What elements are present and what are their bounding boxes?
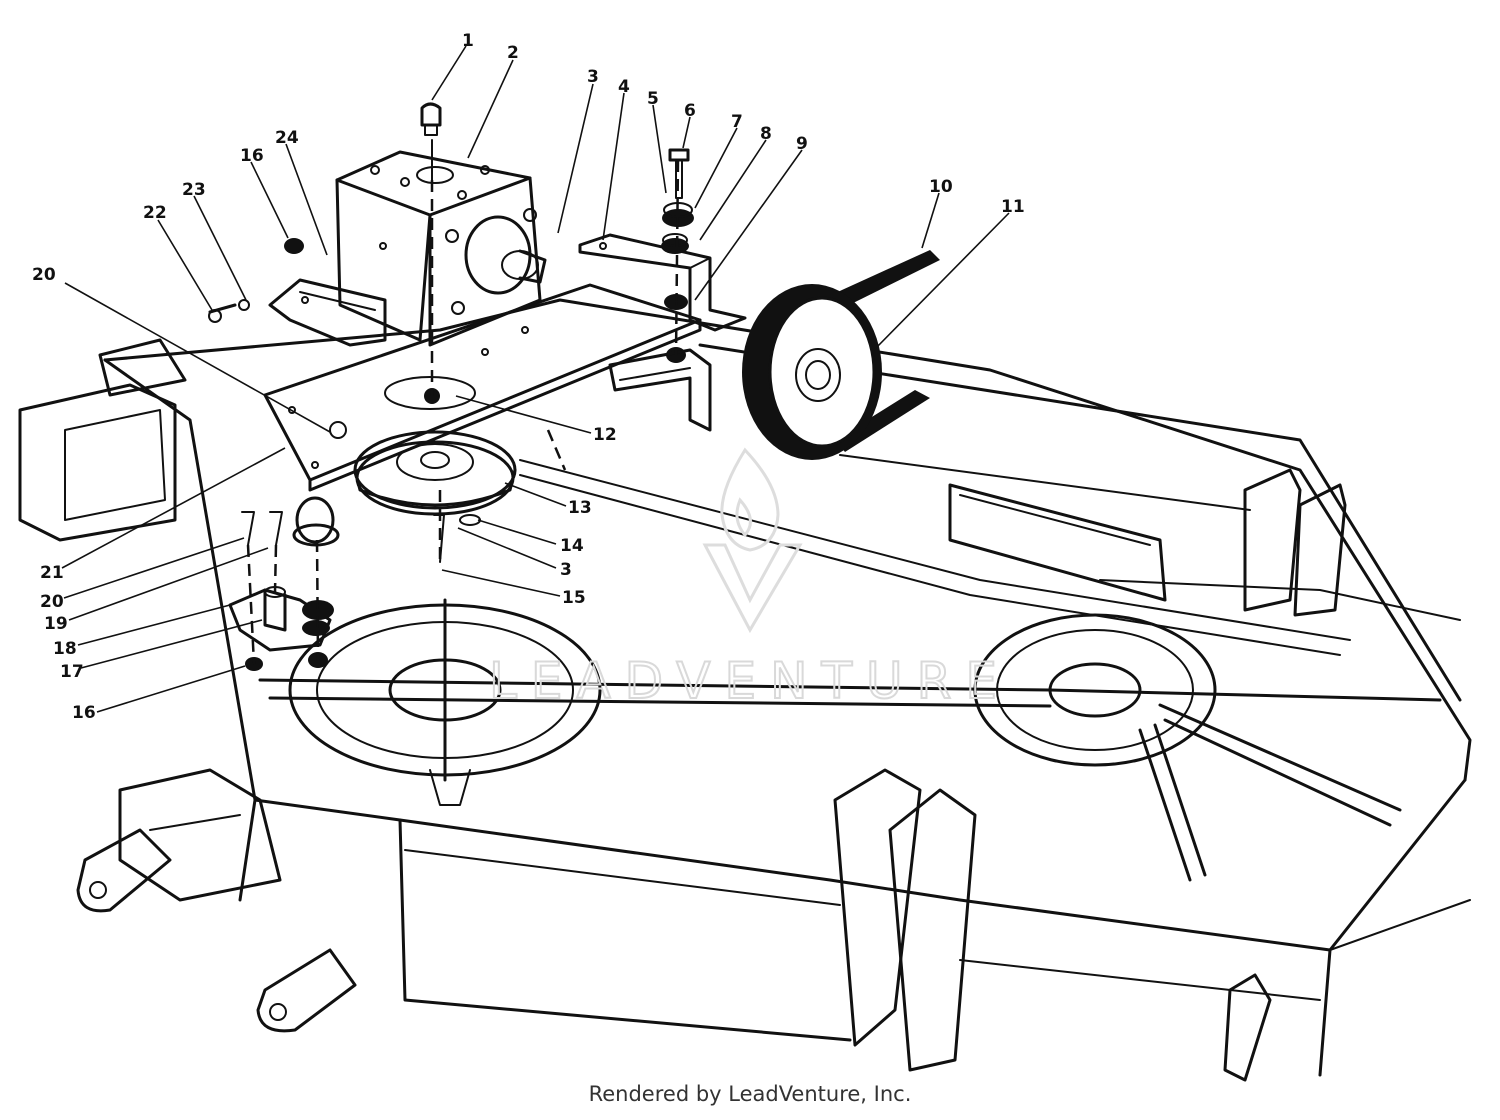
callout-labels: 1 2 3 4 5 6 7 8 9 10 11 24 16 23 22 20 1… xyxy=(32,31,1025,723)
callout-15: 15 xyxy=(562,588,586,608)
callout-13: 13 xyxy=(568,498,592,518)
hitch-brackets xyxy=(76,828,1272,1082)
callout-20-top: 20 xyxy=(32,265,56,285)
watermark-flame-icon xyxy=(720,447,780,552)
callout-1: 1 xyxy=(462,31,474,51)
gearbox xyxy=(335,139,547,347)
left-blade-spindle xyxy=(258,598,1052,806)
callout-4: 4 xyxy=(618,77,630,97)
watermark: LEADVENTURE xyxy=(488,447,1011,711)
callout-7: 7 xyxy=(731,112,743,132)
callout-12: 12 xyxy=(593,425,617,445)
right-blade-spindle xyxy=(973,613,1442,882)
callout-16-top: 16 xyxy=(240,146,264,166)
alignment-lines xyxy=(246,159,680,665)
mower-deck xyxy=(18,298,1472,1077)
callout-18: 18 xyxy=(53,639,77,659)
callout-14: 14 xyxy=(560,536,584,556)
right-bracket xyxy=(578,233,747,332)
callout-21: 21 xyxy=(40,563,64,583)
deflector-fins xyxy=(833,468,1347,1072)
callout-5: 5 xyxy=(647,89,659,109)
callout-24: 24 xyxy=(275,128,299,148)
callout-3-lower: 3 xyxy=(560,560,572,580)
callout-23: 23 xyxy=(182,180,206,200)
left-hardware xyxy=(208,238,304,323)
watermark-text: LEADVENTURE xyxy=(489,652,1011,710)
footer-credit: Rendered by LeadVenture, Inc. xyxy=(588,1082,912,1106)
callout-6: 6 xyxy=(684,101,696,121)
callout-17: 17 xyxy=(60,662,84,682)
callout-22: 22 xyxy=(143,203,167,223)
callout-16-lower: 16 xyxy=(72,703,96,723)
callout-3: 3 xyxy=(587,67,599,87)
idler-pulley xyxy=(353,430,517,516)
callout-10: 10 xyxy=(929,177,953,197)
callout-8: 8 xyxy=(760,124,772,144)
right-support-bracket xyxy=(608,348,712,432)
callout-19: 19 xyxy=(44,614,68,634)
leader-lines xyxy=(61,45,1010,713)
callout-9: 9 xyxy=(796,134,808,154)
drive-pulley xyxy=(742,284,882,460)
input-cap xyxy=(420,102,442,136)
callout-11: 11 xyxy=(1001,197,1025,217)
callout-2: 2 xyxy=(507,43,519,63)
left-bracket xyxy=(268,278,387,347)
callout-20-lower: 20 xyxy=(40,592,64,612)
watermark-v-icon xyxy=(702,543,803,634)
idler-arm-assembly xyxy=(228,421,481,671)
